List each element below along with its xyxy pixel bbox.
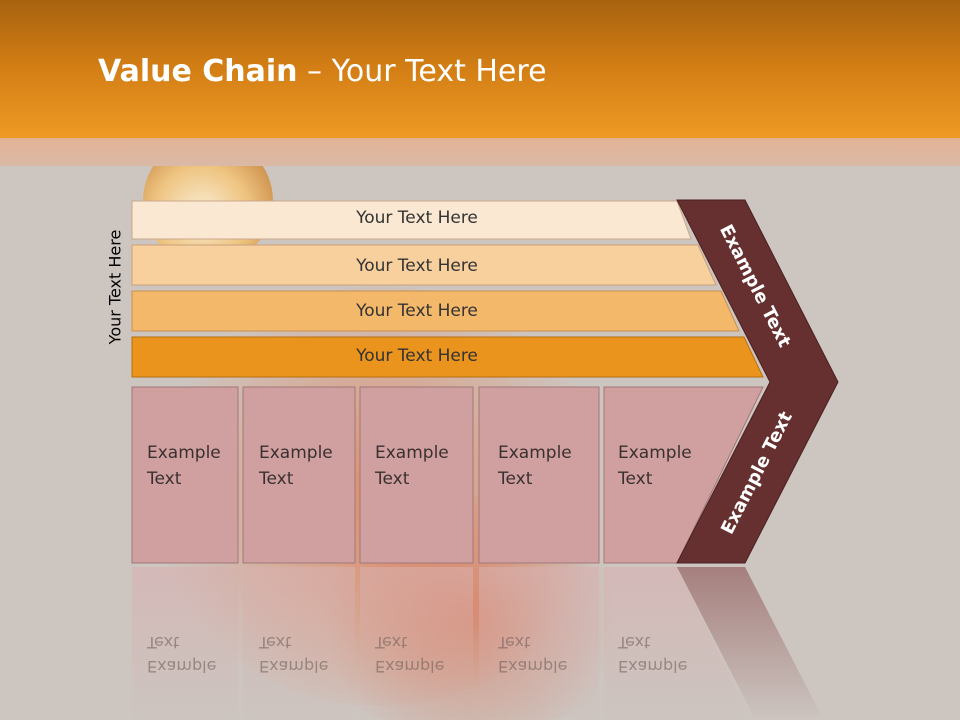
box-3-label: Example Text (375, 443, 449, 489)
box-2-label: Example Text (259, 443, 333, 489)
bar-1-label: Your Text Here (356, 208, 478, 228)
title-band (0, 138, 960, 166)
bar-4 (131, 336, 764, 378)
box-5-label: Example Text (618, 443, 692, 489)
reflection-text-layer: Example Text Example Text Example Text E… (0, 566, 960, 720)
activity-box-3 (359, 386, 474, 564)
bar-1 (131, 200, 692, 240)
side-label: Your Text Here (105, 229, 125, 345)
reflection-box-1-label: Example Text (147, 633, 217, 676)
reflection-box-3-label: Example Text (375, 633, 445, 676)
chevron-arrow (676, 199, 839, 564)
box-1-label: Example Text (147, 443, 221, 489)
reflection-box-5-label: Example Text (618, 633, 688, 676)
bar-2-label: Your Text Here (356, 256, 478, 276)
activity-box-4 (478, 386, 600, 564)
bar-4-label: Your Text Here (356, 346, 478, 366)
title-rest: – Your Text Here (297, 54, 547, 89)
bar-3 (131, 290, 740, 332)
page-title: Value Chain – Your Text Here (98, 54, 547, 89)
title-bar (0, 0, 960, 138)
reflection-box-4-label: Example Text (498, 633, 568, 676)
reflection-box-2-label: Example Text (259, 633, 329, 676)
diagram-reflection (132, 567, 824, 720)
activity-box-2 (242, 386, 356, 564)
bar-3-label: Your Text Here (356, 301, 478, 321)
box-4-label: Example Text (498, 443, 572, 489)
title-bold: Value Chain (98, 54, 298, 89)
bar-2 (131, 244, 717, 286)
activity-box-1 (131, 386, 239, 564)
